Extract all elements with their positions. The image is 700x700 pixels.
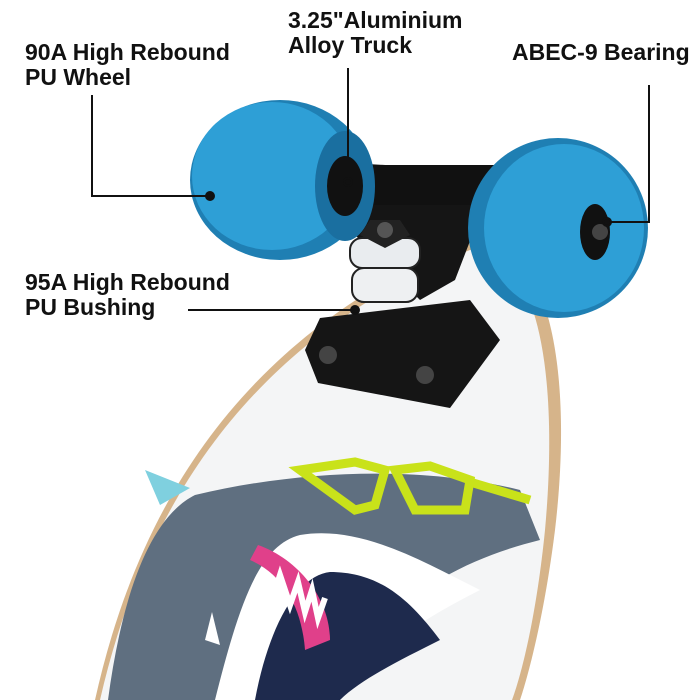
callout-truck: 3.25"Aluminium Alloy Truck — [288, 8, 463, 58]
callout-bushing: 95A High Rebound PU Bushing — [25, 270, 230, 320]
callout-bearing-line1: ABEC-9 Bearing — [512, 39, 690, 65]
callout-truck-line2: Alloy Truck — [288, 32, 412, 58]
callout-wheel-line2: PU Wheel — [25, 64, 132, 90]
callout-bushing-line1: 95A High Rebound — [25, 269, 230, 295]
callout-wheel: 90A High Rebound PU Wheel — [25, 40, 230, 90]
pu-bushing — [349, 220, 421, 303]
callout-bushing-line2: PU Bushing — [25, 294, 156, 320]
sunglasses-graphic — [288, 457, 532, 515]
left-wheel — [190, 100, 375, 260]
callout-wheel-line1: 90A High Rebound — [25, 39, 230, 65]
right-wheel — [468, 138, 648, 318]
shark-graphic — [108, 470, 540, 700]
callout-truck-line1: 3.25"Aluminium — [288, 7, 463, 33]
truck-baseplate — [305, 300, 500, 408]
callout-bearing: ABEC-9 Bearing — [512, 40, 690, 65]
callout-leader-lines — [91, 68, 650, 315]
